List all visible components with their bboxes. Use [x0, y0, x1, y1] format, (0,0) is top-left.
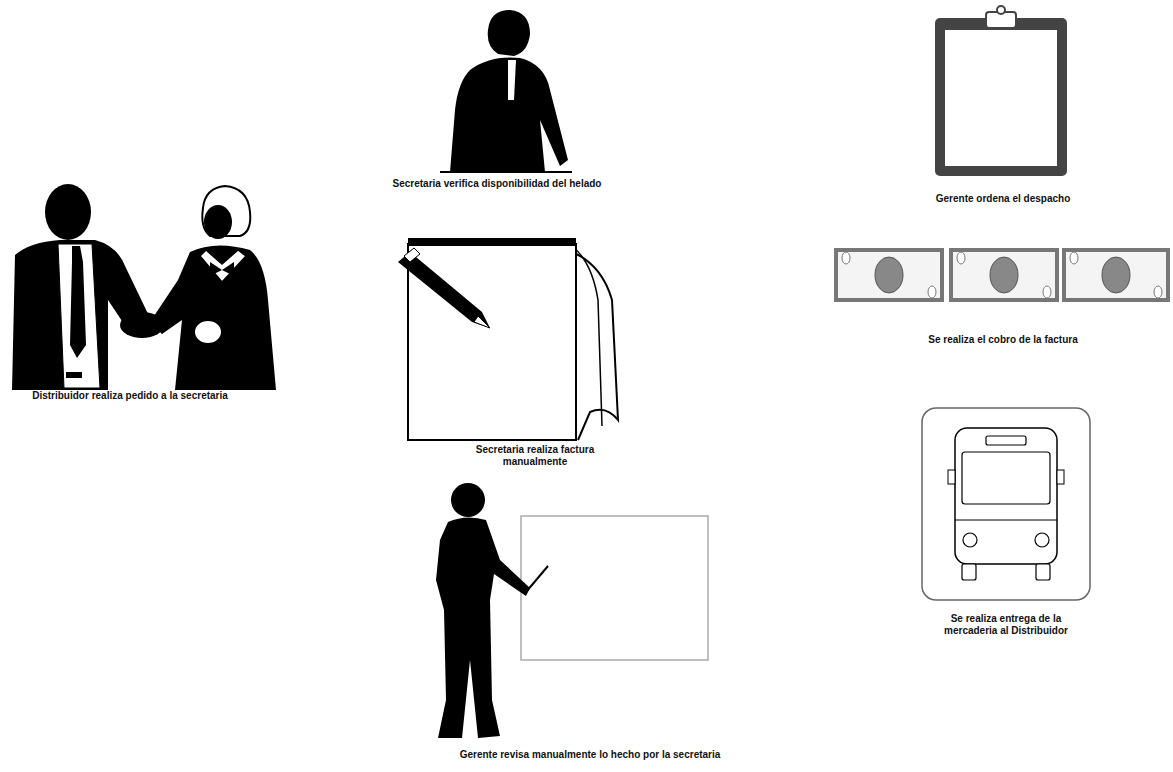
note-frame	[1064, 250, 1168, 300]
clipboard-icon	[935, 6, 1067, 176]
bus-mirror	[1057, 470, 1064, 484]
note-portrait	[1102, 257, 1130, 293]
head	[488, 10, 530, 56]
notepad-icon	[398, 238, 618, 440]
bus-line	[955, 520, 1057, 521]
step-caption: Secretaria realiza factura manualmente	[450, 443, 620, 469]
man-head	[45, 184, 91, 240]
woman-bow	[210, 262, 234, 276]
bus-mirror	[948, 470, 955, 484]
step-caption: Secretaria verifica disponibilidad del h…	[382, 177, 612, 191]
body	[450, 58, 568, 173]
bus-sign	[986, 436, 1026, 445]
step-label: Distribuidor realiza pedido a la secreta…	[17, 390, 243, 402]
bus-icon	[922, 408, 1090, 600]
pencil-tip	[474, 316, 490, 328]
note-corner	[1154, 286, 1162, 298]
collar	[508, 60, 516, 100]
step-label: Se realiza el cobro de la factura	[890, 334, 1116, 346]
pencil-band	[404, 248, 420, 262]
clipboard-board	[935, 18, 1067, 176]
note-portrait	[875, 257, 903, 293]
body	[436, 517, 530, 738]
step-label: Secretaria verifica disponibilidad del h…	[384, 178, 610, 190]
bus-wheel	[1036, 564, 1050, 580]
banknotes-icon	[836, 250, 1168, 300]
note-corner	[957, 252, 965, 264]
banknote	[1064, 250, 1168, 300]
note-corner	[842, 252, 850, 264]
banknote	[836, 250, 942, 300]
handshake-figures	[12, 184, 276, 390]
step-caption: Gerente ordena el despacho	[903, 192, 1103, 206]
step-caption: Se realiza entrega de la mercaderia al D…	[921, 612, 1091, 638]
woman-jacket	[150, 245, 276, 390]
note-corner	[1070, 252, 1078, 264]
step-caption: Gerente revisa manualmente lo hecho por …	[400, 748, 780, 762]
step-label: Gerente revisa manualmente lo hecho por …	[402, 749, 778, 761]
man-belt	[66, 372, 82, 378]
man-tie	[70, 246, 86, 358]
secretary-checking-figure	[440, 10, 572, 172]
bus-body	[955, 428, 1057, 564]
step-caption: Distribuidor realiza pedido a la secreta…	[15, 389, 245, 403]
step-label: Gerente ordena el despacho	[905, 193, 1101, 205]
note-frame	[951, 250, 1057, 300]
bus-wheel	[962, 564, 976, 580]
desk-edge	[440, 171, 572, 173]
banknote	[951, 250, 1057, 300]
step-label: Se realiza entrega de la mercaderia al D…	[923, 613, 1089, 637]
pointer	[526, 566, 548, 592]
clipboard-paper	[945, 30, 1057, 166]
step-label: Secretaria realiza factura manualmente	[452, 444, 618, 468]
woman-collar	[200, 250, 246, 282]
note-frame	[836, 250, 942, 300]
manager-presenting-figure	[436, 483, 708, 738]
note-corner	[928, 286, 936, 298]
pencil-body	[398, 252, 490, 328]
board	[521, 516, 708, 660]
head	[451, 483, 485, 517]
step-caption: Se realiza el cobro de la factura	[888, 333, 1118, 347]
clipboard-ring	[997, 6, 1005, 14]
notepad-binding	[408, 238, 576, 246]
woman-face	[204, 205, 232, 239]
woman-hand	[194, 320, 222, 344]
bus-frame	[922, 408, 1090, 600]
note-portrait	[990, 257, 1018, 293]
man-shirt	[58, 244, 100, 388]
bus-headlight	[1035, 533, 1049, 547]
bus-headlight	[963, 533, 977, 547]
bus-windshield	[962, 452, 1050, 504]
note-corner	[1043, 286, 1051, 298]
